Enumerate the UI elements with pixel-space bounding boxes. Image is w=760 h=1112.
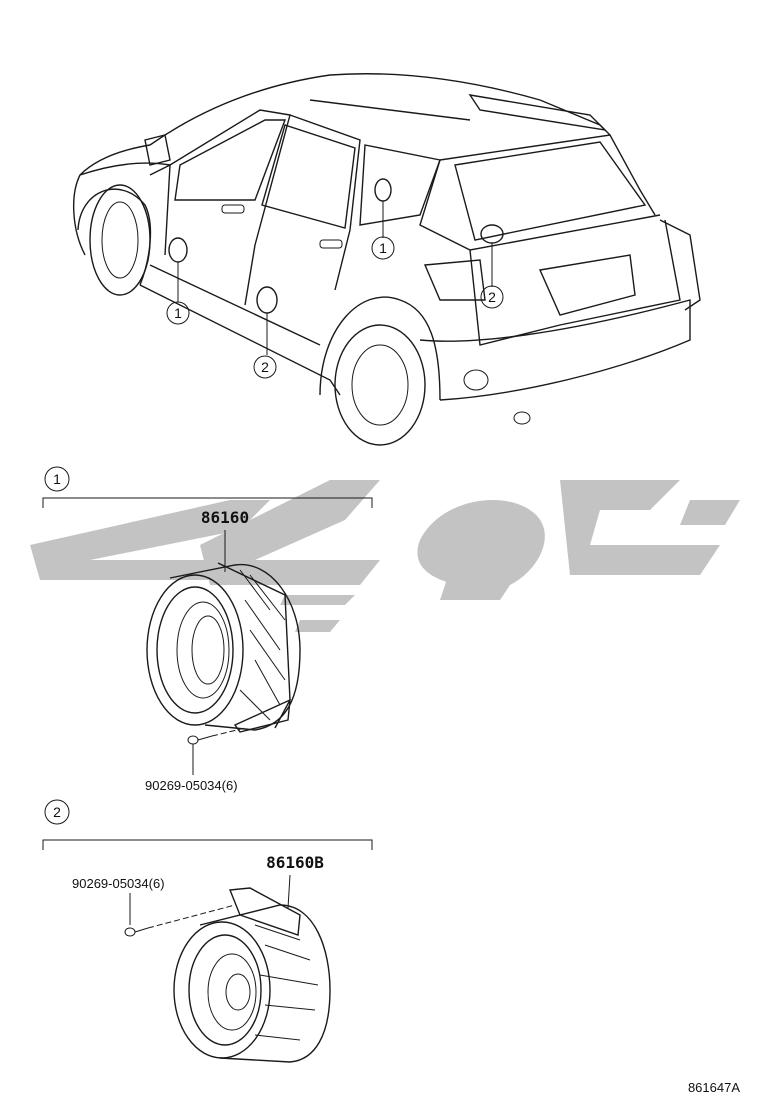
speaker-86160B-illustration — [173, 887, 331, 1063]
section-2-marker: 2 — [44, 799, 70, 825]
svg-text:2: 2 — [53, 804, 61, 820]
svg-text:1: 1 — [174, 305, 182, 321]
section-1-marker: 1 — [44, 466, 70, 492]
illustration-code: 861647A — [688, 1080, 740, 1095]
callout-1-rear: 1 — [371, 236, 395, 260]
screw-section-2 — [124, 904, 236, 937]
callout-2-front: 2 — [253, 355, 277, 379]
section-2-bracket — [42, 839, 373, 850]
vehicle-illustration — [72, 73, 701, 446]
svg-text:2: 2 — [261, 359, 269, 375]
screw-part-number-2: 90269-05034(6) — [72, 876, 165, 891]
screw-part-number-1: 90269-05034(6) — [145, 778, 238, 793]
svg-text:1: 1 — [379, 240, 387, 256]
svg-text:2: 2 — [488, 289, 496, 305]
callout-1-front: 1 — [166, 301, 190, 325]
part-number-86160: 86160 — [201, 508, 249, 527]
callout-2-rear: 2 — [480, 285, 504, 309]
screw-section-1 — [187, 727, 246, 775]
speaker-86160-illustration — [146, 562, 301, 733]
part-number-86160B: 86160B — [266, 853, 324, 872]
section-2: 2 86160B 90269-05034(6) — [42, 799, 373, 1063]
watermark-logo — [30, 480, 740, 632]
svg-text:1: 1 — [53, 471, 61, 487]
section-1: 1 86160 90269-05034(6) — [42, 466, 373, 793]
section-1-bracket — [42, 497, 373, 508]
